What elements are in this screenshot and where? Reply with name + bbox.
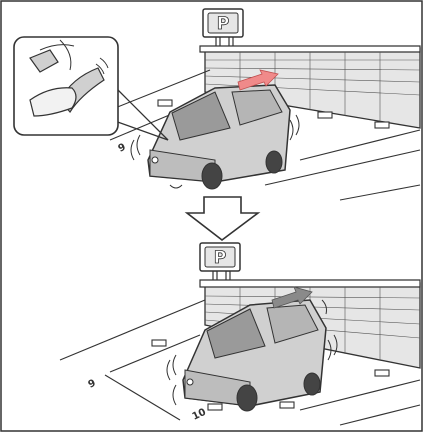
- sign-letter-bottom: P: [214, 248, 226, 268]
- sign-letter-top: P: [217, 14, 229, 34]
